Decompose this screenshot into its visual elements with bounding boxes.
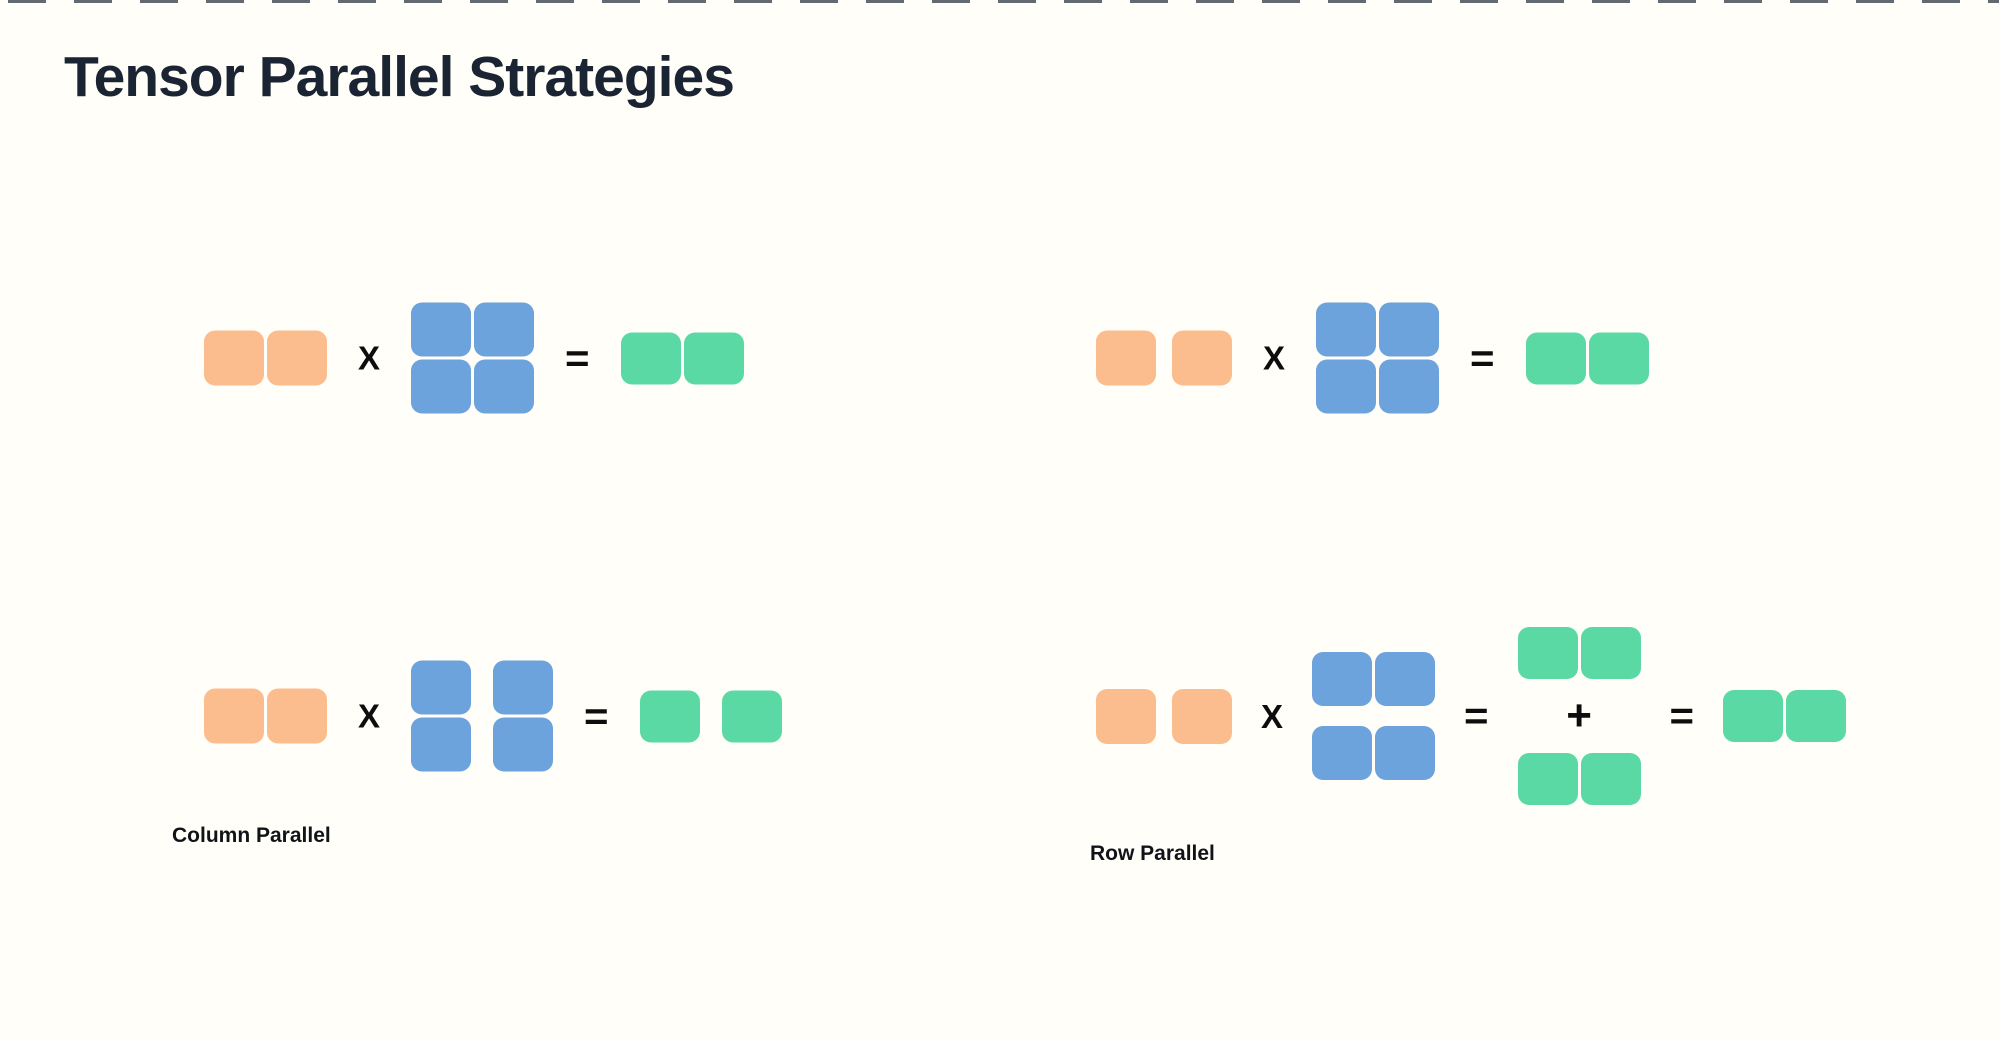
- weight-block: [1312, 726, 1373, 780]
- output-pair: [620, 332, 744, 384]
- input-activation-pair: [204, 330, 327, 386]
- output-block: [1786, 690, 1847, 742]
- equals-operator: =: [1464, 693, 1489, 738]
- weight-block: [411, 359, 472, 414]
- equals-operator: =: [1669, 693, 1695, 738]
- multiply-operator: X: [1261, 697, 1284, 735]
- diagram-full-matmul-right: X =: [1096, 302, 1649, 414]
- input-block: [1096, 688, 1156, 744]
- diagram-row-parallel: X = + =: [1096, 627, 1847, 805]
- input-block: [1172, 330, 1232, 386]
- partial-output-pair: [1517, 753, 1641, 805]
- input-activation-pair-split: [1096, 330, 1232, 386]
- output-block: [721, 690, 782, 742]
- output-block: [1580, 627, 1641, 679]
- input-block: [204, 330, 264, 386]
- output-pair: [1525, 332, 1649, 384]
- weight-column-shard: [411, 660, 472, 772]
- weight-block: [1316, 359, 1377, 414]
- input-block: [267, 330, 327, 386]
- multiply-operator: X: [358, 339, 381, 377]
- weight-row-shard: [1312, 652, 1436, 706]
- column-parallel-label: Column Parallel: [172, 824, 331, 847]
- output-pair-split: [639, 690, 782, 742]
- input-block: [204, 688, 264, 744]
- equals-operator: =: [565, 335, 590, 380]
- weight-block: [1375, 726, 1436, 780]
- output-block: [683, 332, 744, 384]
- weight-block: [411, 717, 472, 772]
- output-block: [639, 690, 700, 742]
- weight-matrix-row-split: [1312, 652, 1436, 780]
- equals-operator: =: [1470, 335, 1495, 380]
- output-block: [1588, 332, 1649, 384]
- input-block: [1172, 688, 1232, 744]
- weight-block: [411, 302, 472, 357]
- input-activation-pair-split: [1096, 688, 1232, 744]
- plus-operator: +: [1566, 691, 1592, 740]
- input-block: [1096, 330, 1156, 386]
- partial-sum-stack: +: [1517, 627, 1641, 805]
- output-block: [620, 332, 681, 384]
- multiply-operator: X: [358, 697, 381, 735]
- weight-column-shard: [493, 660, 554, 772]
- output-block: [1525, 332, 1586, 384]
- weight-row-shard: [1312, 726, 1436, 780]
- weight-block: [1312, 652, 1373, 706]
- partial-output-pair: [1517, 627, 1641, 679]
- output-block: [1580, 753, 1641, 805]
- weight-block: [1375, 652, 1436, 706]
- equals-operator: =: [584, 693, 609, 738]
- diagram-column-parallel: X =: [204, 660, 782, 772]
- weight-block: [493, 660, 554, 715]
- input-activation-pair: [204, 688, 327, 744]
- input-block: [267, 688, 327, 744]
- output-block: [1517, 753, 1578, 805]
- page-title: Tensor Parallel Strategies: [64, 45, 735, 109]
- weight-block: [411, 660, 472, 715]
- weight-block: [474, 359, 535, 414]
- weight-block: [493, 717, 554, 772]
- weight-block: [474, 302, 535, 357]
- diagram-full-matmul-left: X =: [204, 302, 744, 414]
- weight-block: [1379, 359, 1440, 414]
- row-parallel-label: Row Parallel: [1090, 842, 1215, 865]
- weight-block: [1379, 302, 1440, 357]
- weight-matrix-column-split: [411, 660, 554, 772]
- weight-matrix-grid: [1316, 302, 1440, 414]
- weight-matrix-grid: [411, 302, 535, 414]
- multiply-operator: X: [1263, 339, 1286, 377]
- top-edge-dashes: [8, 0, 1999, 3]
- output-block: [1517, 627, 1578, 679]
- weight-block: [1316, 302, 1377, 357]
- output-pair: [1723, 690, 1847, 742]
- output-block: [1723, 690, 1784, 742]
